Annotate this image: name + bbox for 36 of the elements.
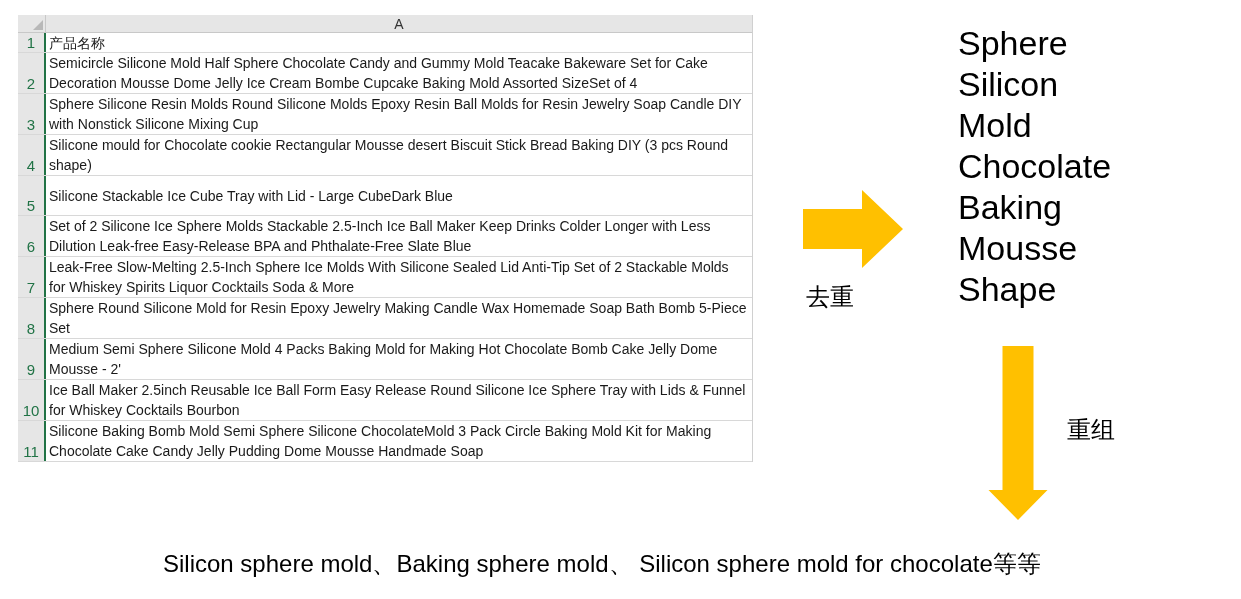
product-title: Silicone Stackable Ice Cube Tray with Lid - Large CubeDark Blue bbox=[49, 186, 453, 206]
product-title: Silicone Baking Bomb Mold Semi Sphere Silicone ChocolateMold 3 Pack Circle Baking Mold Kit for Making Chocolate Cake Candy Jelly Pudding Dome Mousse Handmade Soap bbox=[49, 422, 713, 461]
row-number: 11 bbox=[18, 421, 46, 461]
column-title: 产品名称 bbox=[49, 33, 105, 53]
column-header: A bbox=[46, 15, 752, 32]
row-number: 4 bbox=[18, 135, 46, 175]
keyword: Baking bbox=[958, 187, 1063, 228]
product-title: Sphere Silicone Resin Molds Round Silicone Molds Epoxy Resin Ball Molds for Resin Jewelry Soap Candle DIY with Nonstick Silicone Mixing Cup bbox=[49, 95, 743, 134]
row-number: 9 bbox=[18, 339, 46, 379]
product-title: Ice Ball Maker 2.5inch Reusable Ice Ball Form Easy Release Round Silicone Ice Sphere Tray with Lids & Funnel for Whiskey Cocktails Bourbon bbox=[49, 381, 747, 420]
row-number: 6 bbox=[18, 216, 46, 256]
row-number: 5 bbox=[18, 176, 46, 215]
row-number: 7 bbox=[18, 257, 46, 297]
edge-label: 去重 bbox=[806, 283, 854, 311]
row-number: 1 bbox=[18, 33, 46, 52]
keyword: Mousse bbox=[958, 228, 1079, 269]
spreadsheet bbox=[18, 15, 753, 462]
block-arrow bbox=[988, 346, 1048, 520]
edge-label: 重组 bbox=[1067, 416, 1115, 444]
product-title: Set of 2 Silicone Ice Sphere Molds Stackable 2.5-Inch Ice Ball Maker Keep Drinks Colder Longer with Less Dilution Leak-free Easy-Release BPA and Phthalate-Free Slate Blue bbox=[49, 217, 712, 256]
product-title: Leak-Free Slow-Melting 2.5-Inch Sphere Ice Molds With Silicone Sealed Lid Anti-Tip Set of 2 Stackable Molds for Whiskey Spirits Liquor Cocktails Soda & More bbox=[49, 258, 730, 297]
row-number: 8 bbox=[18, 298, 46, 338]
block-arrow bbox=[803, 190, 903, 268]
keyword: Sphere bbox=[958, 23, 1069, 64]
summary-text: Silicon sphere mold、Baking sphere mold、 Silicon sphere mold for chocolate等等 bbox=[163, 549, 1041, 579]
product-title: Medium Semi Sphere Silicone Mold 4 Packs Baking Mold for Making Hot Chocolate Bomb Cake Jelly Dome Mousse - 2' bbox=[49, 340, 719, 379]
row-number: 2 bbox=[18, 53, 46, 93]
product-title: Sphere Round Silicone Mold for Resin Epoxy Jewelry Making Candle Wax Homemade Soap Bath Bomb 5-Piece Set bbox=[49, 299, 748, 338]
row-number: 3 bbox=[18, 94, 46, 134]
row-number: 10 bbox=[18, 380, 46, 420]
keyword: Mold bbox=[958, 105, 1033, 146]
keyword: Shape bbox=[958, 269, 1058, 310]
keyword: Silicon bbox=[958, 64, 1060, 105]
product-title: Silicone mould for Chocolate cookie Rectangular Mousse desert Biscuit Stick Bread Baking DIY (3 pcs Round shape) bbox=[49, 136, 730, 175]
product-title: Semicircle Silicone Mold Half Sphere Chocolate Candy and Gummy Mold Teacake Bakeware Set for Cake Decoration Mousse Dome Jelly Ice Cream Bombe Cupcake Baking Mold Assorted SizeSet of 4 bbox=[49, 54, 709, 93]
keyword: Chocolate bbox=[958, 146, 1112, 187]
